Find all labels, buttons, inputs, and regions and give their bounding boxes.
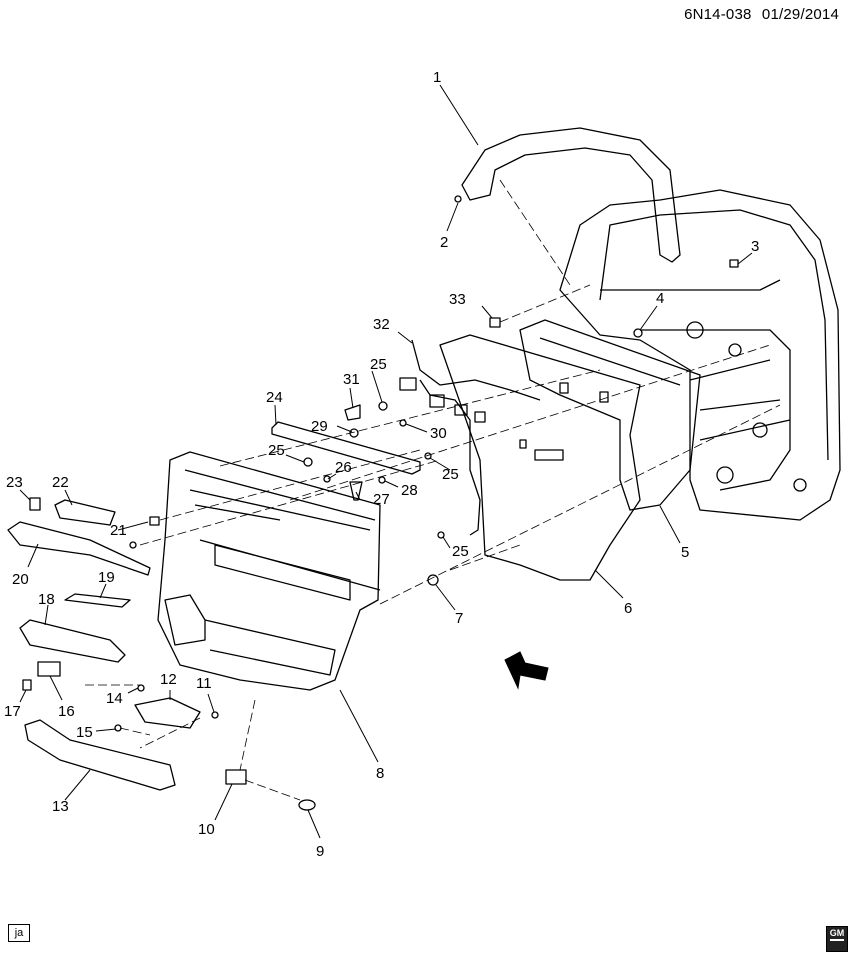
- callout-1: 1: [433, 69, 441, 86]
- callout-5: 5: [681, 544, 689, 561]
- callout-28: 28: [401, 482, 418, 499]
- callout-20: 20: [12, 571, 29, 588]
- door-frame: [559, 189, 841, 521]
- trim-insert: [64, 593, 131, 608]
- callout-labels: 1 2 3 4 5 6 7 8 9 10 11 12 13 14 15 16 1…: [4, 69, 759, 860]
- switch-clip: [22, 679, 32, 691]
- callout-2: 2: [440, 234, 448, 251]
- water-deflector: [519, 319, 701, 511]
- callout-33: 33: [449, 291, 466, 308]
- callout-32: 32: [373, 316, 390, 333]
- callout-25d: 25: [452, 543, 469, 560]
- trim-bracket-strip: [271, 421, 421, 475]
- alignment-lines: [85, 179, 781, 801]
- callout-14: 14: [106, 690, 123, 707]
- switch-bezel: [19, 619, 126, 663]
- diagram-date: 01/29/2014: [761, 6, 839, 23]
- callout-25a: 25: [370, 356, 387, 373]
- sound-barrier-panel: [439, 334, 641, 581]
- callout-6: 6: [624, 600, 632, 617]
- callout-10: 10: [198, 821, 215, 838]
- lamp-lens: [298, 799, 316, 811]
- callout-17: 17: [4, 703, 21, 720]
- callout-13: 13: [52, 798, 69, 815]
- callout-29: 29: [311, 418, 328, 435]
- gm-logo-text: GM: [829, 928, 845, 938]
- callout-9: 9: [316, 843, 324, 860]
- courtesy-lamp: [225, 769, 247, 785]
- upper-frame-molding: [461, 127, 681, 263]
- diagram-header: 6N14-038 01/29/2014: [678, 6, 839, 23]
- callout-3: 3: [751, 238, 759, 255]
- callout-21: 21: [110, 522, 127, 539]
- upper-trim-strip: [7, 521, 151, 576]
- front-direction-label: FRT: [525, 668, 544, 679]
- callout-30: 30: [430, 425, 447, 442]
- callout-4: 4: [656, 290, 664, 307]
- fasteners: [114, 195, 739, 732]
- front-direction-arrow: FRT: [504, 651, 549, 690]
- door-switch: [37, 661, 61, 677]
- artist-tag: ja: [8, 924, 30, 942]
- handle-bezel: [54, 499, 116, 526]
- callout-16: 16: [58, 703, 75, 720]
- gm-logo: GM: [826, 926, 848, 952]
- callout-25b: 25: [268, 442, 285, 459]
- callout-22: 22: [52, 474, 69, 491]
- callout-24: 24: [266, 389, 283, 406]
- callout-31: 31: [343, 371, 360, 388]
- callout-7: 7: [455, 610, 463, 627]
- callout-23: 23: [6, 474, 23, 491]
- leader-lines: [19, 84, 753, 839]
- callout-25c: 25: [442, 466, 459, 483]
- armrest-bracket: [134, 697, 201, 729]
- callout-19: 19: [98, 569, 115, 586]
- callout-18: 18: [38, 591, 55, 608]
- callout-11: 11: [196, 675, 212, 692]
- armrest: [24, 719, 176, 791]
- callout-26: 26: [335, 459, 352, 476]
- callout-15: 15: [76, 724, 93, 741]
- callout-27: 27: [373, 491, 390, 508]
- callout-12: 12: [160, 671, 177, 688]
- retainer-clip: [29, 497, 41, 511]
- wiring-harness: [399, 339, 541, 536]
- callout-8: 8: [376, 765, 384, 782]
- diagram-code: 6N14-038: [684, 6, 752, 23]
- door-trim-panel: [157, 451, 381, 691]
